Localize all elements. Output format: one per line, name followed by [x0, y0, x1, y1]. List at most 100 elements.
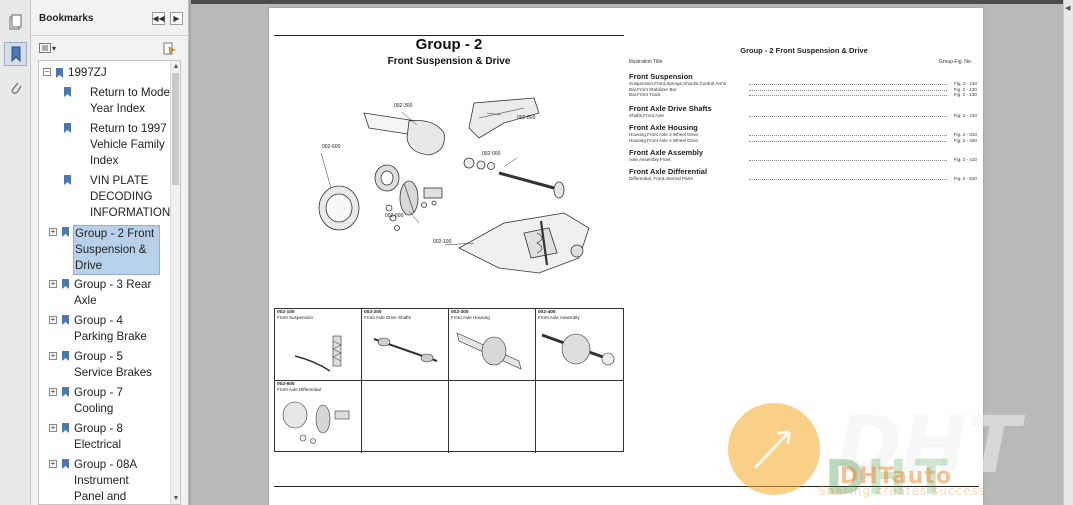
- tree-item-group-5[interactable]: + Group - 5 Service Brakes: [49, 349, 169, 381]
- collapse-panel-button[interactable]: ◀◀: [152, 12, 165, 25]
- title-rule: [274, 35, 624, 36]
- index-column-title: Illustration Title: [629, 59, 663, 65]
- thumbnail-axle-differential[interactable]: 002-600 Front Axle Differential: [275, 381, 362, 453]
- expand-toggle[interactable]: +: [49, 423, 57, 432]
- tree-item-vin-plate[interactable]: VIN PLATE DECODING INFORMATION: [63, 173, 173, 221]
- tree-item-label: Group - 8 Electrical: [74, 422, 123, 451]
- bookmark-icon: [64, 175, 71, 185]
- page-title: Group - 2: [415, 36, 483, 53]
- index-row-desc: Housing,Front Axle 2 Wheel Drive: [629, 132, 698, 137]
- expand-toggle[interactable]: +: [49, 387, 57, 396]
- watermark-brand: DHTauto: [840, 464, 952, 489]
- bookmark-icon: [62, 459, 69, 469]
- right-tool-rail: ◀: [1063, 0, 1073, 505]
- tree-item-group-4[interactable]: + Group - 4 Parking Brake: [49, 313, 169, 345]
- expand-toggle[interactable]: +: [49, 227, 57, 236]
- options-dropdown-arrow: ▾: [52, 43, 57, 53]
- expand-toggle[interactable]: +: [49, 279, 57, 288]
- index-section-name: Front Axle Housing: [629, 123, 698, 132]
- expand-toggle[interactable]: +: [49, 315, 57, 324]
- options-menu-button[interactable]: ▾: [39, 41, 56, 55]
- index-section: Front Suspension Suspension,Front,Spring…: [629, 72, 977, 98]
- tree-item-group-08a[interactable]: + Group - 08A Instrument Panel and: [49, 457, 169, 504]
- tree-scrollbar[interactable]: ▲ ▼: [170, 61, 180, 504]
- tree-item-group-7[interactable]: + Group - 7 Cooling: [49, 385, 169, 417]
- index-section: Front Axle Housing Housing,Front Axle 2 …: [629, 123, 977, 143]
- index-column-fig: Group-Fig. No.: [939, 59, 973, 65]
- thumbnail-front-suspension[interactable]: 002-100 Front Suspension: [275, 309, 362, 381]
- thumbnail-axle-assembly[interactable]: 002-400 Front Axle Assembly: [536, 309, 623, 381]
- tree-item-group-3[interactable]: + Group - 3 Rear Axle: [49, 277, 169, 309]
- find-bookmark-button[interactable]: [163, 41, 176, 55]
- expand-toggle[interactable]: +: [49, 351, 57, 360]
- attachments-panel-button[interactable]: [4, 76, 27, 100]
- index-row-fig: Fig. 2 - 310: [953, 132, 977, 137]
- thumbnail-caption: Front Axle Drive Shafts: [364, 315, 411, 320]
- index-row-desc: Shafts,Front Axle: [629, 113, 664, 118]
- tree-item-label: VIN PLATE DECODING INFORMATION: [90, 174, 171, 219]
- expand-toggle[interactable]: −: [43, 67, 51, 76]
- bookmarks-panel-button[interactable]: [4, 42, 27, 66]
- bookmark-icon: [62, 423, 69, 433]
- thumbnail-caption: Front Axle Housing: [451, 315, 490, 320]
- index-section: Front Axle Drive Shafts Shafts,Front Axl…: [629, 104, 977, 119]
- footer-rule: [274, 486, 979, 487]
- scroll-up-icon[interactable]: ▲: [172, 63, 180, 70]
- axle-housing-thumb-icon: [456, 332, 522, 370]
- thumbnail-empty: [536, 381, 623, 453]
- expand-toggle[interactable]: +: [49, 459, 57, 468]
- bookmarks-panel: Bookmarks ◀◀ ▶ ▾ − 1997ZJ Return to Mode…: [31, 0, 189, 505]
- tree-item-return-vehicle-family[interactable]: Return to 1997 Vehicle Family Index: [63, 121, 173, 169]
- tree-item-label: Return to 1997 Vehicle Family Index: [90, 122, 167, 167]
- thumbnail-axle-housing[interactable]: 002-300 Front Axle Housing: [449, 309, 536, 381]
- bookmark-icon: [62, 315, 69, 325]
- paperclip-icon: [11, 82, 22, 94]
- pdf-page: Group - 2 Front Suspension & Drive: [269, 8, 983, 505]
- tree-item-label: Group - 3 Rear Axle: [74, 278, 152, 307]
- thumbnail-number: 002-300: [451, 310, 469, 315]
- bookmarks-toolbar: ▾: [31, 37, 189, 59]
- index-row-desc: Differential, Front,Internal Parts: [629, 176, 693, 181]
- tree-item-label: 1997ZJ: [68, 66, 107, 79]
- index-row-fig: Fig. 2 - 610: [953, 176, 977, 181]
- scroll-down-icon[interactable]: ▼: [172, 495, 180, 502]
- differential-thumb-icon: [282, 401, 350, 444]
- index-row-fig: Fig. 2 - 120: [953, 86, 977, 92]
- index-row-desc: Bar,Front Stabilizer Bar: [629, 86, 677, 92]
- tree-item-label: Group - 2 Front Suspension & Drive: [73, 225, 160, 275]
- thumbnail-caption: Front Axle Assembly: [538, 315, 580, 320]
- scrollbar-thumb[interactable]: [172, 73, 179, 185]
- tree-item-label: Group - 08A Instrument Panel and: [74, 458, 137, 503]
- bookmark-icon: [64, 87, 71, 97]
- navigation-rail: [0, 0, 31, 505]
- index-row[interactable]: Differential, Front,Internal Parts Fig. 2…: [629, 176, 977, 182]
- bookmark-icon: [62, 227, 69, 237]
- index-row-fig: Fig. 2 - 320: [953, 137, 977, 143]
- expand-tools-icon[interactable]: ◀: [1065, 5, 1071, 12]
- toolbar-edge: [189, 0, 1063, 4]
- tree-item-return-model-year[interactable]: Return to Model Year Index: [63, 85, 173, 117]
- bookmark-icon: [62, 279, 69, 289]
- index-section-name: Front Axle Drive Shafts: [629, 104, 712, 113]
- suspension-thumb-icon: [294, 335, 342, 372]
- thumbnail-caption: Front Axle Differential: [277, 387, 321, 392]
- list-options-icon: [39, 43, 51, 53]
- pages-panel-button[interactable]: [4, 10, 27, 34]
- drive-shaft-thumb-icon: [373, 337, 438, 363]
- index-row[interactable]: Housing,Front Axle 2 Wheel Drive Fig. 2 -…: [629, 132, 977, 138]
- bookmark-icon: [64, 123, 71, 133]
- index-row[interactable]: Suspension,Front,Springs,Shocks,Control …: [629, 81, 977, 87]
- tree-item-group-8[interactable]: + Group - 8 Electrical: [49, 421, 169, 453]
- thumbnail-drive-shafts[interactable]: 002-200 Front Axle Drive Shafts: [362, 309, 449, 381]
- panel-splitter[interactable]: [189, 0, 191, 505]
- callout-label: 002-000: [482, 151, 501, 157]
- next-button[interactable]: ▶: [170, 12, 183, 25]
- thumbnail-empty: [449, 381, 536, 453]
- tree-item-group-2[interactable]: + Group - 2 Front Suspension & Drive: [49, 225, 169, 275]
- index-row[interactable]: Bar,Front Stabilizer Bar Fig. 2 - 120: [629, 87, 977, 93]
